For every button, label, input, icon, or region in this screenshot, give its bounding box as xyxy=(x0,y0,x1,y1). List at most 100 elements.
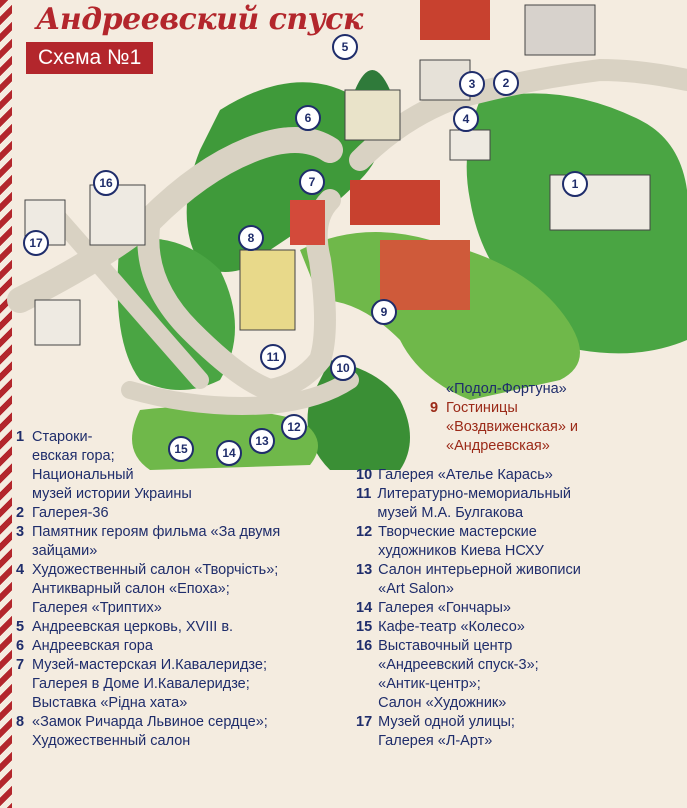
scheme-badge: Схема №1 xyxy=(26,42,154,74)
legend-number: 6 xyxy=(16,638,25,654)
legend-text: Галерея «Гончары» xyxy=(378,600,511,616)
legend-number: 1 xyxy=(16,429,25,445)
legend-entry: 5 Андреевская церковь, XVIII в. xyxy=(16,618,346,637)
marker-1[interactable]: 1 xyxy=(562,171,588,197)
building xyxy=(34,299,81,346)
building xyxy=(380,240,470,310)
marker-label: 13 xyxy=(255,434,269,448)
marker-label: 9 xyxy=(381,305,388,319)
marker-14[interactable]: 14 xyxy=(216,440,242,466)
marker-label: 14 xyxy=(222,446,236,460)
marker-label: 5 xyxy=(342,40,349,54)
marker-12[interactable]: 12 xyxy=(281,414,307,440)
building xyxy=(449,129,491,161)
legend-entry: 2 Галерея-36 xyxy=(16,504,346,523)
marker-label: 2 xyxy=(503,76,510,90)
legend-text: Памятник героям фильма «За двумя зайцами… xyxy=(32,524,281,559)
legend-text: Литературно-мемориальный музей М.А. Булг… xyxy=(377,486,572,521)
legend-text: Староки- евская гора; Национальный музей… xyxy=(32,429,192,502)
building xyxy=(350,180,440,225)
legend-text: Андреевская церковь, XVIII в. xyxy=(32,619,234,635)
marker-8[interactable]: 8 xyxy=(238,225,264,251)
legend-number: 4 xyxy=(16,562,25,578)
marker-label: 15 xyxy=(174,442,188,456)
marker-6[interactable]: 6 xyxy=(295,105,321,131)
buildings xyxy=(24,0,651,346)
marker-2[interactable]: 2 xyxy=(493,70,519,96)
legend-entry: 12 Творческие мастерские художников Киева… xyxy=(356,523,681,561)
marker-5[interactable]: 5 xyxy=(332,34,358,60)
legend-number: 7 xyxy=(16,657,25,673)
legend-number: 17 xyxy=(356,714,373,730)
legend-number: 9 xyxy=(430,400,439,416)
legend-number: 14 xyxy=(356,600,373,616)
legend-entry: 4 Художественный салон «Творчість»; Антик… xyxy=(16,561,346,618)
legend-number: 11 xyxy=(356,486,372,502)
legend-text: Художественный салон «Творчість»; Антикв… xyxy=(32,562,279,616)
legend-entry: 1 Староки- евская гора; Национальный музе… xyxy=(16,428,346,504)
legend-number: 10 xyxy=(356,467,373,483)
marker-label: 11 xyxy=(267,350,280,364)
marker-label: 10 xyxy=(336,361,350,375)
legend-left: 1 Староки- евская гора; Национальный музе… xyxy=(16,428,346,751)
legend-text: «Подол-Фортуна» xyxy=(446,381,567,397)
legend-number: 15 xyxy=(356,619,373,635)
marker-3[interactable]: 3 xyxy=(459,71,485,97)
legend-number: 16 xyxy=(356,638,373,654)
road-bottom xyxy=(121,371,359,415)
legend-text: Салон интерьерной живописи «Art Salon» xyxy=(378,562,581,597)
legend-entry: 15 Кафе-театр «Колесо» xyxy=(356,618,681,637)
building xyxy=(344,89,401,141)
building xyxy=(290,200,325,245)
legend-entry: 11 Литературно-мемориальный музей М.А. Бу… xyxy=(356,485,681,523)
marker-13[interactable]: 13 xyxy=(249,428,275,454)
legend-number xyxy=(430,380,440,399)
marker-10[interactable]: 10 xyxy=(330,355,356,381)
map-title: Андреевский спуск xyxy=(36,2,363,37)
legend-top: «Подол-Фортуна» 9 Гостиницы «Воздвиженск… xyxy=(430,380,680,456)
legend-entry: «Подол-Фортуна» xyxy=(430,380,680,399)
legend-text: Гостиницы «Воздвиженская» и «Андреевская… xyxy=(446,400,579,454)
legend-text: Галерея-36 xyxy=(32,505,109,521)
legend-entry: 13 Салон интерьерной живописи «Art Salon» xyxy=(356,561,681,599)
legend-number: 5 xyxy=(16,619,25,635)
decorative-stripe xyxy=(0,0,12,808)
legend-entry: 8«Замок Ричарда Львиное сердце»; Художес… xyxy=(16,713,346,751)
legend-text: Андреевская гора xyxy=(32,638,153,654)
legend-number: 2 xyxy=(16,505,25,521)
road-andreevsky-descent xyxy=(7,127,343,313)
marker-label: 1 xyxy=(572,177,579,191)
hill-center xyxy=(300,232,580,400)
legend-text: Выставочный центр «Андреевский спуск-3»;… xyxy=(378,638,539,711)
marker-label: 7 xyxy=(309,175,316,189)
legend-entry: 14 Галерея «Гончары» xyxy=(356,599,681,618)
legend-number: 13 xyxy=(356,562,373,578)
marker-15[interactable]: 15 xyxy=(168,436,194,462)
legend-entry: 7 Музей-мастерская И.Кавалеридзе; Галерея… xyxy=(16,656,346,713)
marker-label: 12 xyxy=(287,420,301,434)
building xyxy=(524,4,596,56)
legend-number: 12 xyxy=(356,524,373,540)
legend-text: «Замок Ричарда Львиное сердце»; Художест… xyxy=(32,714,268,749)
marker-17[interactable]: 17 xyxy=(23,230,49,256)
marker-16[interactable]: 16 xyxy=(93,170,119,196)
marker-label: 17 xyxy=(29,236,43,250)
marker-7[interactable]: 7 xyxy=(299,169,325,195)
marker-label: 3 xyxy=(469,77,476,91)
marker-9[interactable]: 9 xyxy=(371,299,397,325)
legend-text: Творческие мастерские художников Киева Н… xyxy=(378,524,544,559)
marker-11[interactable]: 11 xyxy=(260,344,286,370)
legend-entry: 9 Гостиницы «Воздвиженская» и «Андреевск… xyxy=(430,399,680,456)
building xyxy=(420,0,490,40)
legend-text: Музей-мастерская И.Кавалеридзе; Галерея … xyxy=(32,657,268,711)
legend-entry: 6 Андреевская гора xyxy=(16,637,346,656)
hill-andreevskaya xyxy=(186,82,380,272)
marker-4[interactable]: 4 xyxy=(453,106,479,132)
legend-text: Кафе-театр «Колесо» xyxy=(378,619,525,635)
building xyxy=(89,184,146,246)
